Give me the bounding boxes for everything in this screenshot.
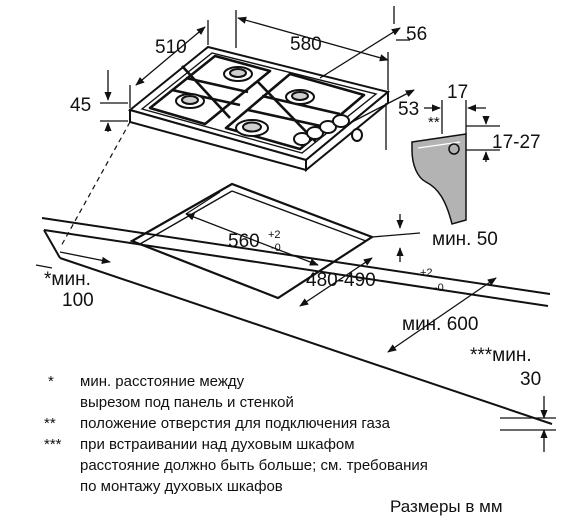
knob-2 bbox=[306, 126, 324, 140]
gas-profile-shape bbox=[411, 133, 467, 225]
svg-text:-0: -0 bbox=[271, 242, 281, 254]
hob-front-edge bbox=[129, 108, 307, 172]
footnotes: * мин. расстояние между вырезом под пане… bbox=[44, 373, 428, 495]
svg-text:**: ** bbox=[44, 415, 56, 432]
svg-text:по монтажу духовых шкафов: по монтажу духовых шкафов bbox=[80, 478, 283, 495]
svg-text:***: *** bbox=[44, 436, 62, 453]
footnote-line: вырезом под панель и стенкой bbox=[80, 394, 294, 411]
dim-gas-width: 17 bbox=[447, 82, 468, 103]
knob-4 bbox=[332, 114, 350, 128]
burner-rear-left bbox=[223, 66, 253, 82]
svg-text:при встраивании над духовым шк: при встраивании над духовым шкафом bbox=[80, 436, 355, 453]
hob-dimension-lines bbox=[100, 6, 415, 150]
hob-burners bbox=[175, 66, 315, 137]
dim-gas-height: 17-27 bbox=[492, 132, 541, 153]
knob-1 bbox=[293, 132, 311, 146]
footnote-line: ** положение отверстия для подключения г… bbox=[44, 415, 391, 432]
dim-width-total: 580 bbox=[290, 34, 322, 55]
dim-top-offset: 56 bbox=[406, 24, 427, 45]
footnote-line: *** при встраивании над духовым шкафом bbox=[44, 436, 355, 453]
hob-top-surface bbox=[127, 45, 391, 162]
footnote-line: по монтажу духовых шкафов bbox=[80, 478, 283, 495]
dim-height-total: 45 bbox=[70, 95, 91, 116]
svg-text:мин. расстояние между: мин. расстояние между bbox=[80, 373, 245, 390]
cutout-dimension-lines bbox=[35, 213, 556, 452]
svg-text:-0: -0 bbox=[434, 282, 444, 294]
cutout-width-label: 560 +2 -0 bbox=[228, 229, 281, 254]
svg-text:560: 560 bbox=[228, 231, 260, 252]
dim-min-oven-value: 30 bbox=[520, 369, 541, 390]
dim-min-side: мин. 600 bbox=[402, 314, 478, 335]
footnote-line: расстояние должно быть больше; см. требо… bbox=[80, 457, 428, 474]
knob-5 bbox=[351, 128, 363, 142]
knob-3 bbox=[319, 120, 337, 134]
svg-text:расстояние должно быть больше;: расстояние должно быть больше; см. требо… bbox=[80, 457, 428, 474]
dim-min-front-value: 100 bbox=[62, 290, 94, 311]
dim-min-oven-label: ***мин. bbox=[470, 345, 532, 366]
projection-lines bbox=[59, 121, 221, 249]
dim-side-offset: 53 bbox=[398, 99, 419, 120]
units-label: Размеры в мм bbox=[390, 497, 503, 516]
svg-text:положение отверстия для подклю: положение отверстия для подключения газа bbox=[80, 415, 391, 432]
svg-text:вырезом под панель и стенкой: вырезом под панель и стенкой bbox=[80, 394, 294, 411]
footnote-line: * мин. расстояние между bbox=[48, 373, 245, 390]
burner-rear-right bbox=[285, 89, 315, 105]
svg-text:+2: +2 bbox=[420, 267, 433, 279]
control-knobs bbox=[293, 114, 363, 146]
burner-front-right bbox=[235, 119, 269, 137]
gas-star-mark: ** bbox=[428, 114, 440, 131]
svg-text:+2: +2 bbox=[268, 229, 281, 241]
burner-front-left bbox=[175, 93, 205, 109]
dim-depth-total: 510 bbox=[155, 37, 187, 58]
dim-min-back: мин. 50 bbox=[432, 229, 498, 250]
cutout-depth-label: 480-490 +2 -0 bbox=[306, 267, 444, 294]
gas-hole bbox=[448, 143, 460, 155]
svg-text:*: * bbox=[48, 373, 54, 390]
svg-text:480-490: 480-490 bbox=[306, 270, 376, 291]
gas-connection-detail bbox=[411, 100, 500, 225]
dim-min-front-label: *мин. bbox=[44, 269, 91, 290]
